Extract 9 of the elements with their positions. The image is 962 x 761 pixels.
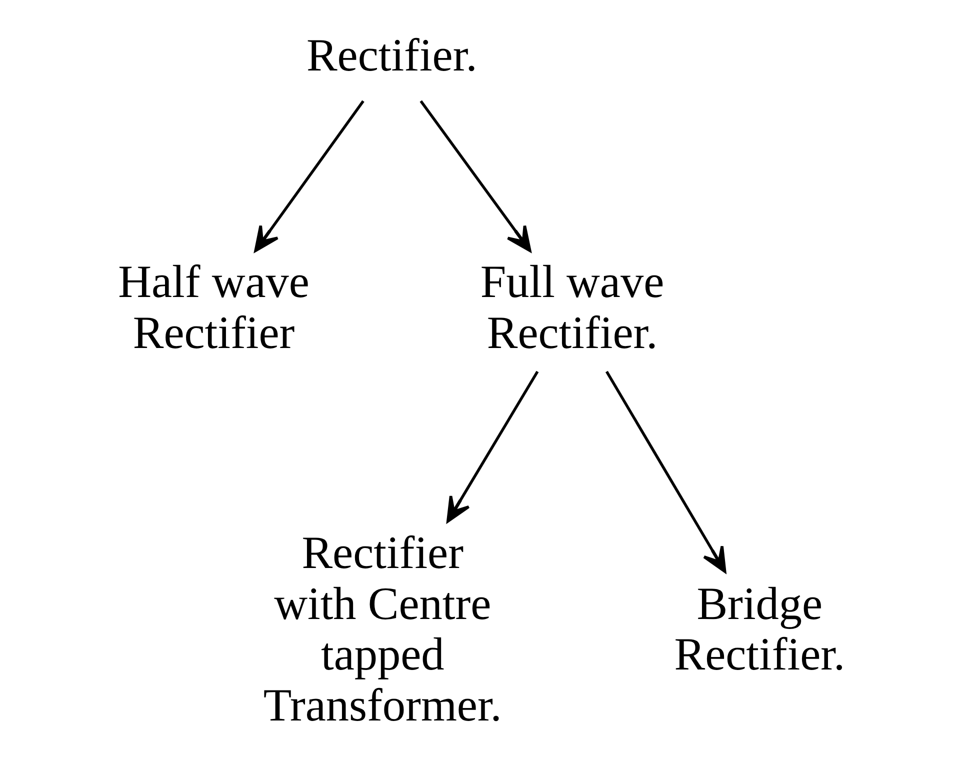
node-text: Full wave Rectifier. (480, 257, 664, 360)
arrow (446, 370, 538, 523)
node-text: Half wave Rectifier (118, 257, 309, 360)
arrow (604, 370, 726, 573)
node-text: Rectifier with Centre tapped Transformer. (262, 528, 502, 732)
arrow (254, 100, 364, 252)
node-text: Rectifier. (306, 30, 477, 82)
node-text: Bridge Rectifier. (674, 578, 845, 681)
arrow (419, 100, 531, 252)
